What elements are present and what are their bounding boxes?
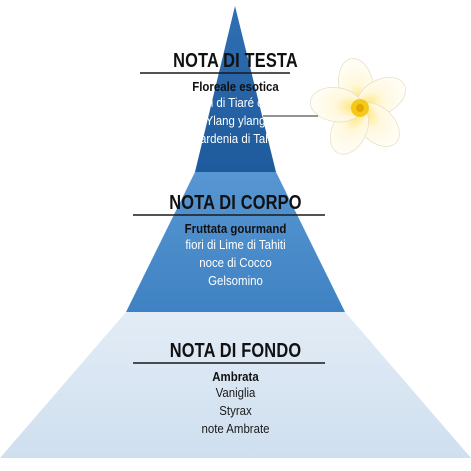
base-note-item: note Ambrate (201, 421, 270, 436)
head-note-subtitle: Floreale esotica (192, 79, 279, 94)
head-note-item: Ylang ylang (205, 113, 266, 128)
heart-note-item: noce di Cocco (199, 255, 272, 270)
heart-note-title: NOTA DI CORPO (169, 192, 302, 214)
base-note-item: Vaniglia (215, 385, 256, 400)
tier-head-shape (195, 6, 276, 172)
base-note-item: Styrax (219, 403, 252, 418)
base-note-block: Ambrata Vaniglia Styrax note Ambrate (0, 369, 471, 438)
tier-heart-shape (126, 172, 345, 312)
heart-note-block: Fruttata gourmand fiori di Lime di Tahit… (0, 221, 471, 290)
tier-base-shape (0, 312, 471, 458)
frangipani-flower-icon (309, 58, 406, 155)
head-note-item: Gardenia di Tahiti (191, 131, 280, 146)
head-note-title: NOTA DI TESTA (173, 50, 298, 72)
head-note-block: Floreale esotica fiori di Tiaré o.e. Yla… (0, 79, 471, 148)
heart-note-item: fiori di Lime di Tahiti (185, 237, 286, 252)
head-note-item: fiori di Tiaré o.e. (194, 95, 277, 110)
base-note-title: NOTA DI FONDO (169, 340, 302, 362)
base-note-subtitle: Ambrata (212, 369, 259, 384)
heart-note-subtitle: Fruttata gourmand (184, 221, 287, 236)
heart-note-item: Gelsomino (208, 273, 263, 288)
